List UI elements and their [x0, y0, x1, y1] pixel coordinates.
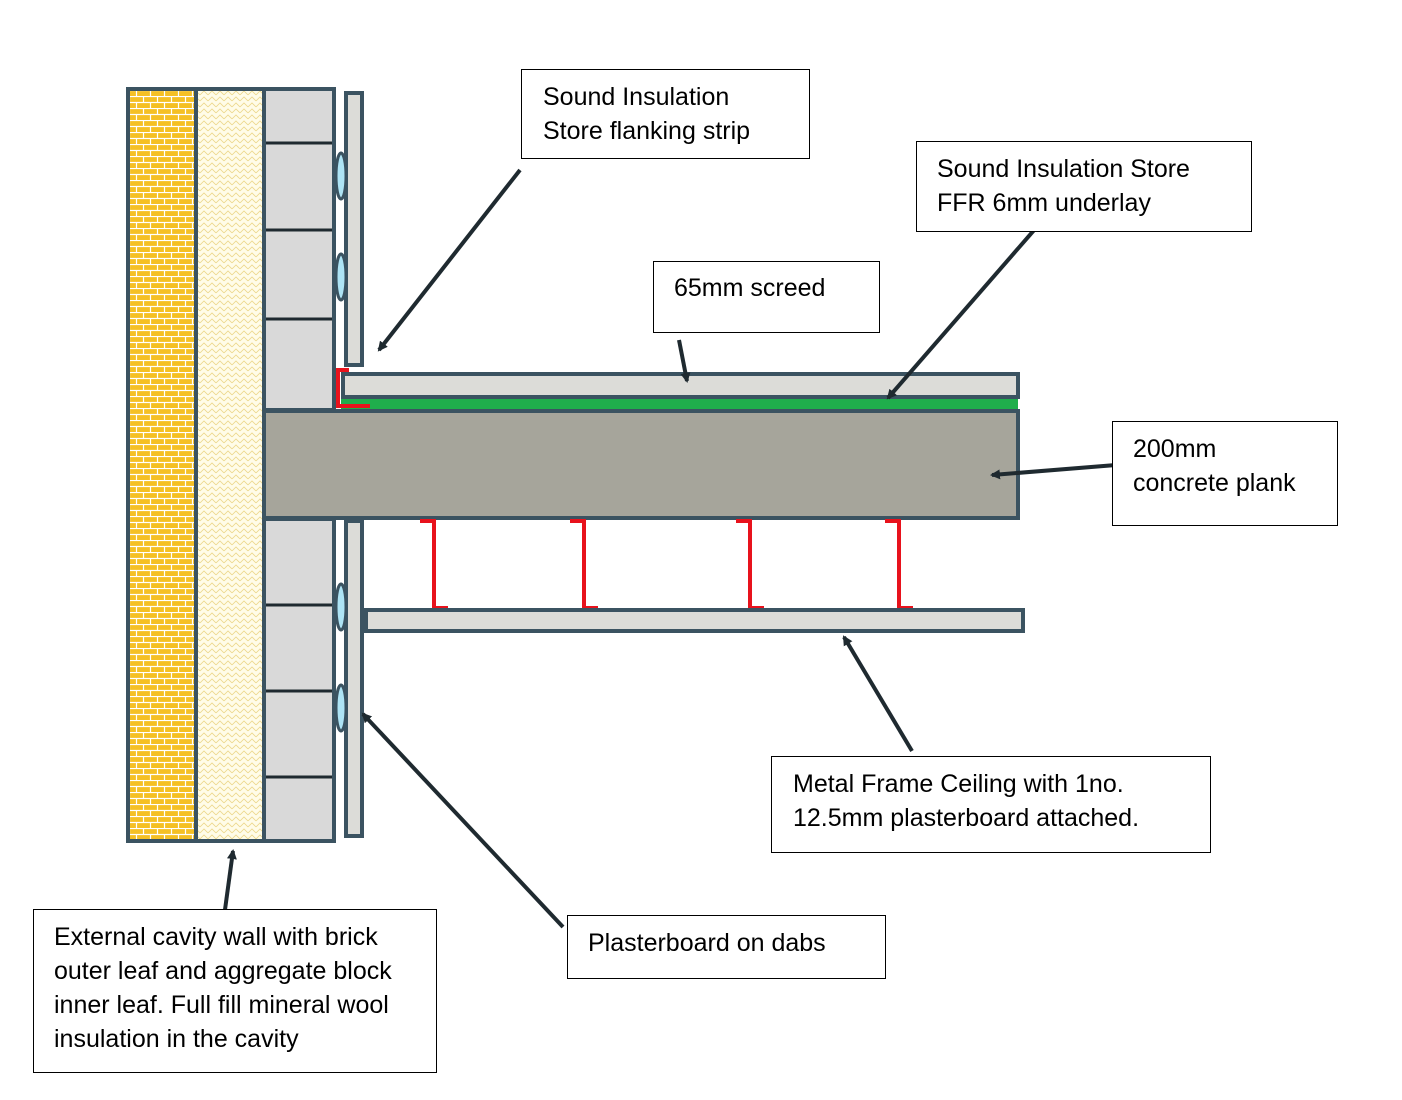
arrow-metal-frame-ceiling: [842, 635, 914, 753]
label-line: insulation in the cavity: [54, 1025, 299, 1053]
plasterboard-on-dabs: [334, 91, 364, 838]
label-line: Plasterboard on dabs: [588, 929, 826, 957]
mineral-wool-insulation: [194, 87, 266, 843]
arrow-underlay: [886, 219, 1044, 400]
plasterboard-lower: [344, 519, 364, 838]
label-metal-frame-ceiling: Metal Frame Ceiling with 1no. 12.5mm pla…: [771, 756, 1211, 853]
label-line: 65mm screed: [674, 274, 826, 302]
arrow-plasterboard-dabs: [361, 712, 565, 929]
label-line: inner leaf. Full fill mineral wool: [54, 991, 389, 1019]
block-joints: [266, 141, 332, 779]
external-cavity-wall: [126, 87, 336, 843]
leader-arrows: [222, 168, 1117, 929]
label-line: External cavity wall with brick: [54, 923, 378, 951]
metal-frame-hangers: [420, 519, 913, 610]
plasterboard-upper: [344, 91, 364, 367]
label-line: outer leaf and aggregate block: [54, 957, 392, 985]
label-line: Metal Frame Ceiling with 1no.: [793, 770, 1124, 798]
label-flanking-strip: Sound Insulation Store flanking strip: [521, 69, 810, 159]
label-screed: 65mm screed: [653, 261, 880, 333]
label-line: FFR 6mm underlay: [937, 189, 1151, 217]
label-line: Store flanking strip: [543, 117, 751, 145]
label-line: Sound Insulation: [543, 83, 730, 111]
label-external-wall: External cavity wall with brick outer le…: [33, 909, 437, 1073]
label-line: concrete plank: [1133, 469, 1296, 497]
block-inner-leaf-upper: [262, 87, 336, 412]
concrete-plank: [262, 409, 1020, 520]
brick-outer-leaf: [126, 87, 198, 843]
screed-layer: [341, 372, 1020, 399]
arrow-screed: [677, 339, 691, 383]
label-line: 12.5mm plasterboard attached.: [793, 804, 1140, 832]
adhesive-dabs: [334, 151, 348, 733]
block-inner-leaf-lower: [262, 517, 336, 843]
ffr-underlay: [341, 398, 1018, 409]
label-plasterboard-dabs: Plasterboard on dabs: [567, 915, 886, 979]
label-underlay: Sound Insulation Store FFR 6mm underlay: [916, 141, 1252, 232]
label-line: 200mm: [1133, 435, 1217, 463]
arrow-concrete-plank: [990, 463, 1117, 480]
label-line: Sound Insulation Store: [937, 155, 1190, 183]
arrow-flanking-strip: [377, 168, 522, 352]
label-concrete-plank: 200mm concrete plank: [1112, 421, 1338, 526]
flanking-strip: [336, 368, 370, 408]
arrow-external-wall: [222, 849, 237, 918]
ceiling-plasterboard: [364, 608, 1025, 633]
